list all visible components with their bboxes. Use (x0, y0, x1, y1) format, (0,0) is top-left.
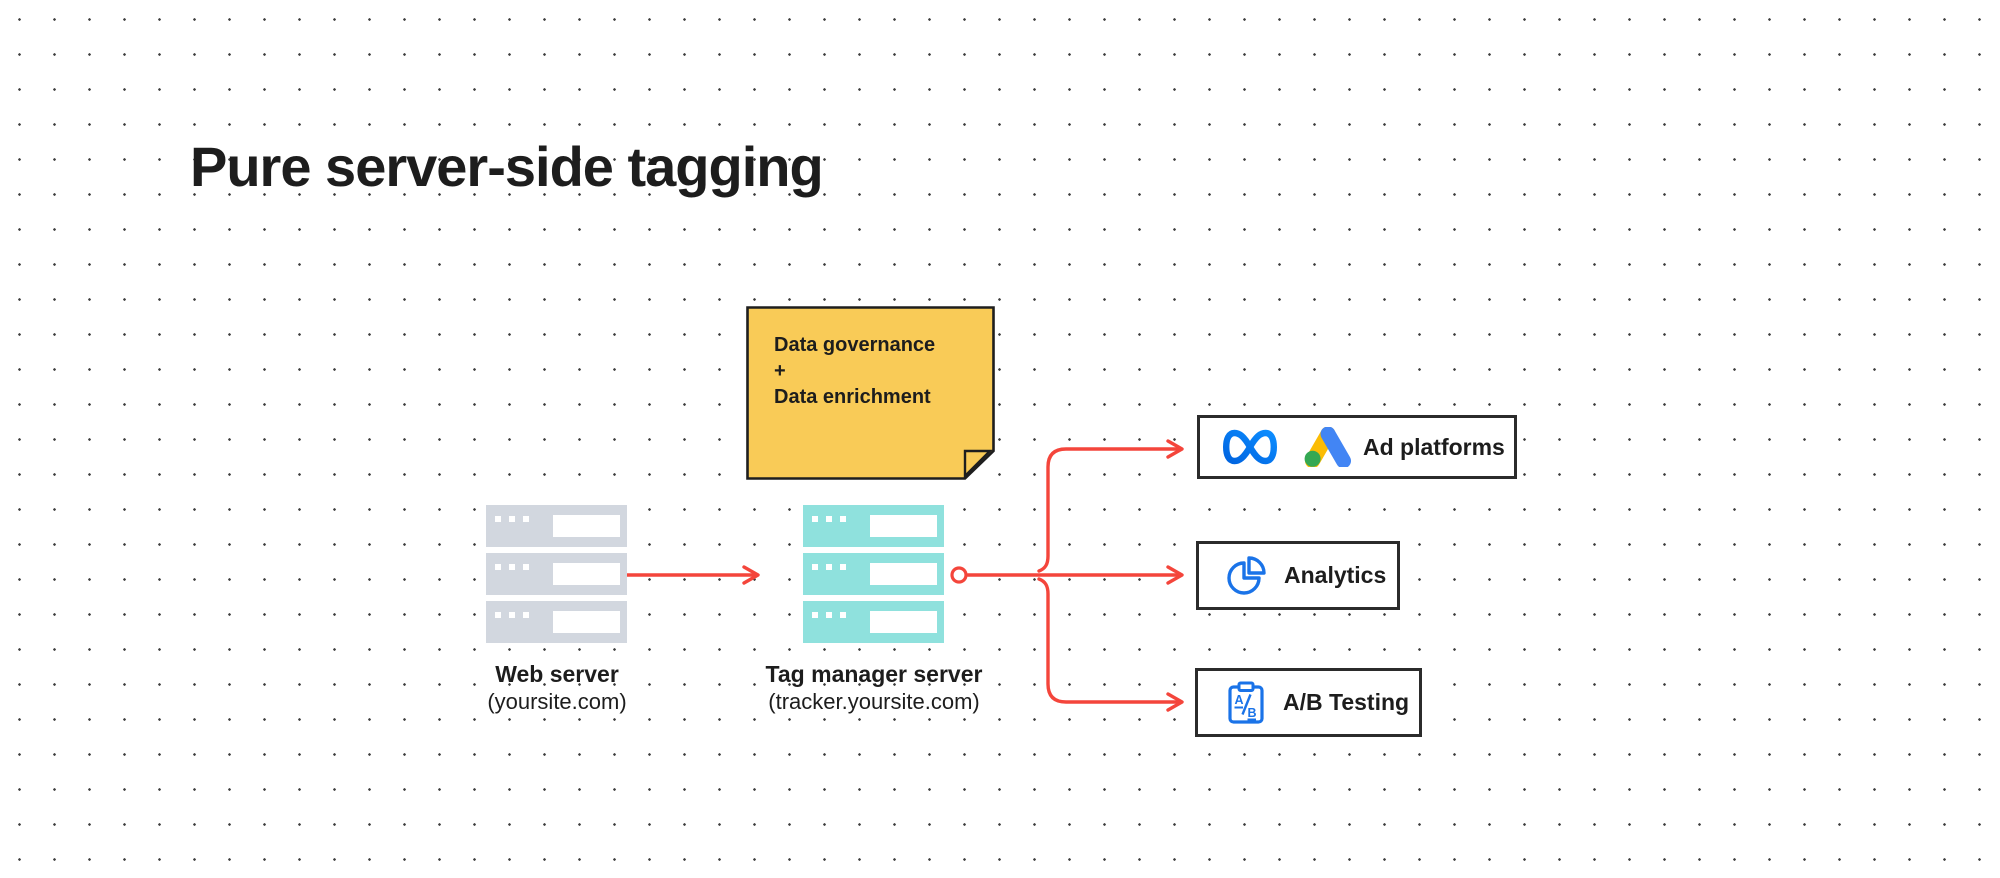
ad-platforms-box[interactable]: Ad platforms (1197, 415, 1517, 479)
arrowhead-icon (1166, 692, 1184, 712)
ab-icon-letter-a: A (1235, 693, 1244, 707)
tag-manager-domain: (tracker.yoursite.com) (768, 689, 980, 714)
server-rack-row (803, 553, 944, 595)
server-panel (870, 563, 937, 585)
note-line: Data enrichment (774, 386, 931, 408)
web-server-caption: Web server (yoursite.com) (407, 660, 707, 716)
web-server-domain: (yoursite.com) (487, 689, 627, 714)
connector-start-dot (950, 566, 968, 584)
server-panel (553, 611, 620, 633)
sticky-note-text: Data governance + Data enrichment (774, 332, 935, 410)
note-line: Data governance (774, 334, 936, 356)
ab-icon-letter-b: B (1248, 706, 1257, 720)
server-leds (812, 612, 846, 618)
arrowhead-icon (742, 565, 760, 585)
ab-clipboard-icon: A B (1228, 681, 1264, 724)
arrowhead-icon (1166, 439, 1184, 459)
server-leds (495, 564, 529, 570)
sticky-note[interactable]: Data governance + Data enrichment (746, 306, 995, 480)
note-line: + (774, 360, 786, 382)
server-rack-row (486, 553, 627, 595)
tag-manager-server-icon[interactable] (803, 505, 944, 643)
server-rack-row (803, 601, 944, 643)
server-rack-row (486, 505, 627, 547)
sticky-note-shape (746, 306, 995, 480)
server-panel (870, 515, 937, 537)
server-panel (553, 515, 620, 537)
server-leds (812, 516, 846, 522)
ab-testing-label: A/B Testing (1283, 689, 1410, 715)
tag-manager-label: Tag manager server (765, 661, 983, 687)
server-leds (495, 516, 529, 522)
meta-icon (1223, 429, 1277, 465)
analytics-box[interactable]: Analytics (1196, 541, 1400, 610)
server-panel (553, 563, 620, 585)
web-server-icon[interactable] (486, 505, 627, 643)
arrowhead-icon (1166, 565, 1184, 585)
analytics-label: Analytics (1284, 562, 1387, 588)
pie-chart-icon (1227, 555, 1266, 595)
web-server-label: Web server (495, 661, 619, 687)
connector-to-ad-platforms (1037, 447, 1183, 573)
ab-testing-box[interactable]: A B A/B Testing (1195, 668, 1422, 737)
ad-platforms-label: Ad platforms (1363, 433, 1505, 460)
page-title[interactable]: Pure server-side tagging (190, 135, 824, 198)
tag-manager-caption: Tag manager server (tracker.yoursite.com… (724, 660, 1024, 716)
server-leds (495, 612, 529, 618)
connector-to-ab-testing (1037, 577, 1183, 704)
server-rack-row (486, 601, 627, 643)
server-panel (870, 611, 937, 633)
server-rack-row (803, 505, 944, 547)
server-leds (812, 564, 846, 570)
google-ads-icon (1304, 427, 1352, 467)
